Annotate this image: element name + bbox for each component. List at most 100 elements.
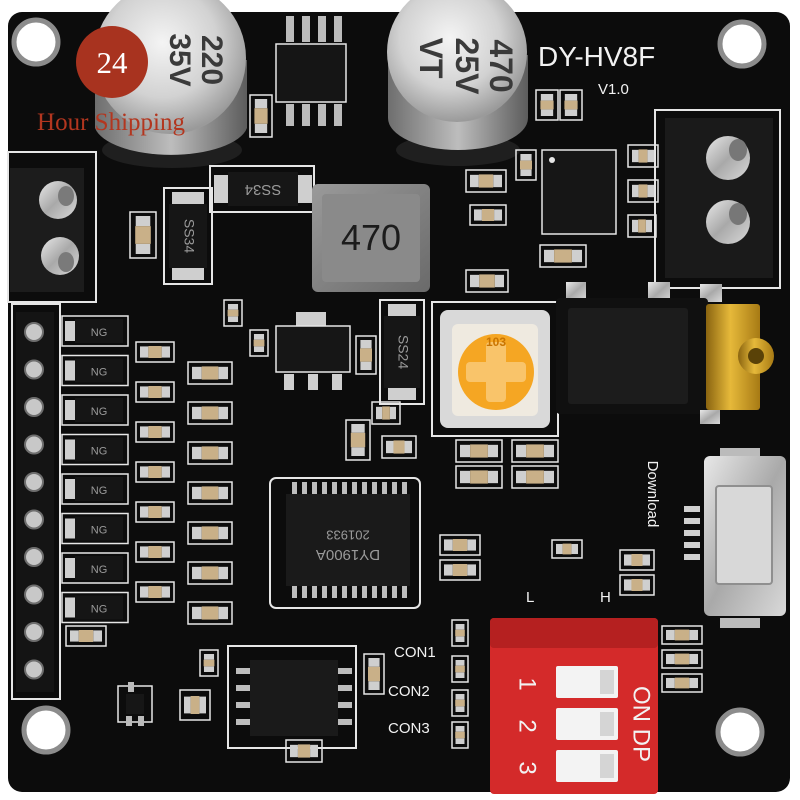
smd-part	[511, 439, 559, 463]
smd-pad	[140, 546, 149, 558]
smd-outline	[363, 653, 385, 695]
smd-pad	[368, 658, 380, 667]
smd-pad	[360, 361, 372, 370]
header-pin	[24, 359, 44, 380]
smd-outline	[285, 739, 323, 763]
smd-body	[201, 606, 219, 620]
dip-position-1: 1	[514, 677, 541, 690]
potentiometer-code: 103	[486, 335, 506, 349]
smd-pad	[624, 554, 632, 566]
smd-outline	[469, 204, 507, 226]
smd-pad	[467, 564, 476, 576]
smd-pad	[218, 606, 228, 620]
smd-part	[619, 574, 655, 596]
smd-pad	[192, 606, 202, 620]
smd-outline	[187, 601, 233, 625]
smd-pad	[351, 447, 365, 456]
smd-pad	[455, 726, 465, 732]
smd-pad	[161, 346, 170, 358]
header-pin	[24, 509, 44, 530]
smd-body	[382, 406, 390, 420]
smd-body	[201, 566, 219, 580]
chip-pin	[372, 586, 377, 598]
smd-part	[371, 401, 401, 425]
pin-header	[16, 312, 54, 692]
smd-pad	[689, 653, 698, 665]
smd-pad	[571, 249, 582, 263]
smd-body	[526, 470, 544, 484]
smd-body	[368, 666, 380, 682]
smd-pad	[632, 149, 639, 163]
audio-jack	[556, 282, 774, 424]
smd-outline	[135, 501, 175, 523]
smd-pad	[455, 660, 465, 666]
chip-date-code: 201933	[326, 528, 369, 543]
capacitor-value: 220	[195, 35, 228, 85]
smd-pad	[227, 316, 239, 322]
chip-pin	[302, 482, 307, 494]
smd-outline	[439, 534, 481, 556]
diode-pad	[65, 597, 75, 618]
smd-pad	[520, 169, 532, 176]
smd-outline	[223, 299, 243, 327]
decoder-chip: 201933 DY1900A	[286, 482, 410, 598]
smd-pad	[203, 654, 215, 660]
smd-part	[129, 211, 157, 259]
smd-pad	[203, 666, 215, 672]
smd-body	[479, 274, 495, 288]
smd-body	[201, 446, 219, 460]
smd-body	[78, 630, 94, 642]
switch-side-low: L	[526, 589, 534, 606]
smd-pad	[368, 681, 380, 690]
amplifier-ic	[541, 149, 617, 235]
smd-body	[564, 100, 578, 110]
mounting-hole	[21, 705, 71, 755]
smd-pad	[666, 653, 675, 665]
smd-body	[455, 629, 465, 637]
smd-pad	[455, 636, 465, 642]
diode-marking: NG	[91, 327, 108, 339]
smd-pad	[254, 123, 268, 133]
chip-pin	[338, 719, 352, 725]
smd-part	[223, 299, 243, 327]
smd-part	[469, 204, 507, 226]
smd-part	[249, 94, 273, 138]
smd-pad	[389, 406, 396, 420]
smd-outline	[187, 441, 233, 465]
smd-part	[451, 619, 469, 647]
chip-pin	[322, 482, 327, 494]
smd-outline	[355, 335, 377, 375]
smd-part	[455, 439, 503, 463]
diode-pad	[65, 439, 75, 460]
smd-pad	[564, 94, 578, 101]
download-label: Download	[644, 461, 661, 528]
smd-outline	[199, 649, 219, 677]
smd-pad	[161, 386, 170, 398]
smd-pad	[540, 94, 554, 101]
diode-marking: NG	[91, 604, 108, 616]
diode-marking: NG	[91, 485, 108, 497]
chip-pin	[332, 586, 337, 598]
smd-part	[179, 689, 211, 721]
smd-body	[190, 696, 200, 714]
smd-part	[135, 461, 175, 483]
smd-part	[249, 329, 269, 357]
smd-part	[465, 169, 507, 193]
diode-pad	[65, 360, 75, 381]
chip-pin	[402, 586, 407, 598]
smd-pad	[494, 209, 502, 221]
smd-part	[187, 401, 233, 425]
micro-usb-port	[684, 448, 786, 628]
smd-pad	[192, 486, 202, 500]
smd-pad	[455, 738, 465, 744]
smd-pad	[404, 440, 412, 454]
smd-body	[470, 470, 488, 484]
smd-outline	[179, 689, 211, 721]
smd-pad	[470, 274, 480, 288]
smd-pad	[487, 470, 498, 484]
board-model: DY-HV8F	[538, 41, 655, 72]
smd-body	[638, 219, 646, 233]
smd-pad	[544, 249, 555, 263]
chip-pin	[392, 482, 397, 494]
